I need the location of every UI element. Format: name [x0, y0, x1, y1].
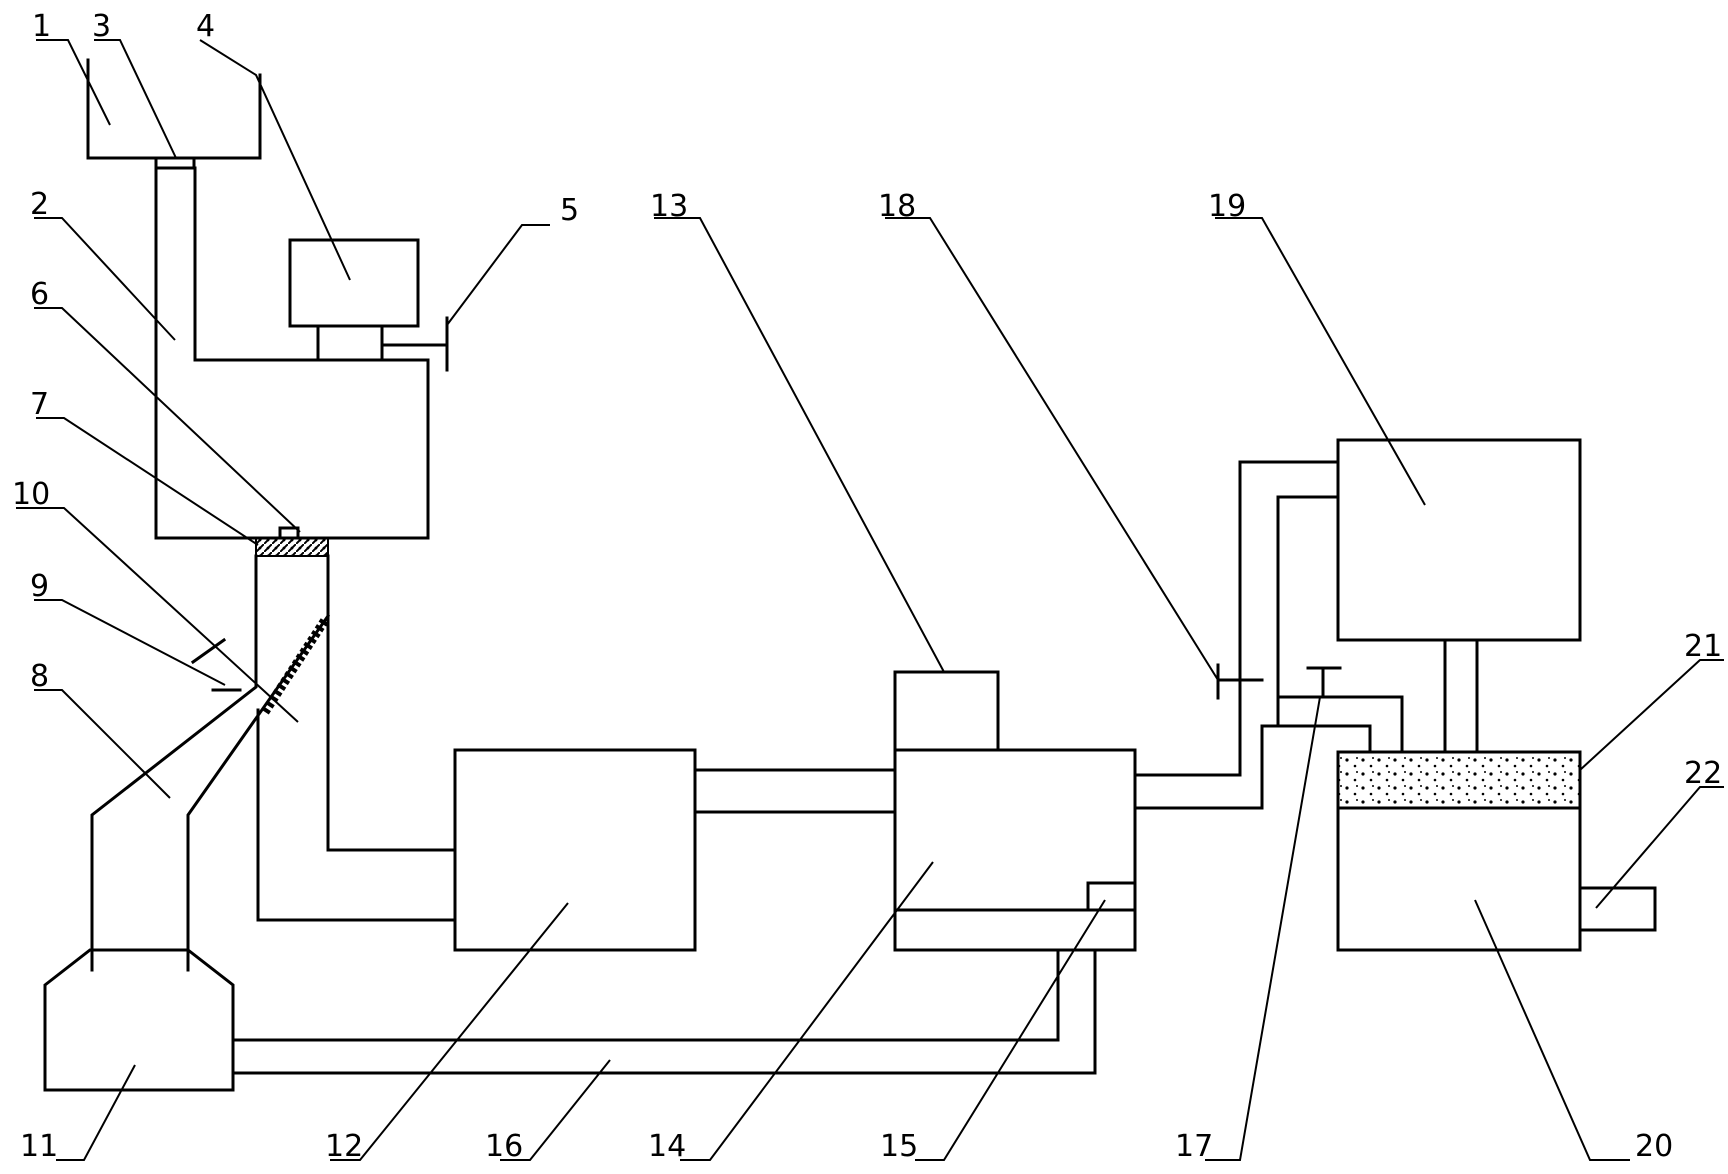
unit-12 — [453, 748, 697, 952]
filter-layer-21 — [1336, 750, 1582, 810]
tank-20 — [1336, 806, 1582, 952]
label-6: 6 — [30, 277, 49, 312]
filter-screen-7 — [255, 526, 329, 557]
vessel-19 — [1336, 438, 1582, 754]
label-10: 10 — [12, 477, 50, 512]
valve-5 — [380, 316, 449, 372]
label-8: 8 — [30, 659, 49, 694]
label-5: 5 — [560, 193, 579, 228]
chamber-2 — [154, 166, 430, 540]
discharge-pipe — [90, 554, 454, 972]
outlet-3 — [154, 156, 196, 170]
tank-11 — [43, 948, 235, 1092]
pipe-network-18 — [1133, 460, 1404, 810]
outlet-22 — [1578, 886, 1657, 932]
hopper-1 — [86, 58, 262, 160]
label-7: 7 — [30, 387, 49, 422]
leader-lines — [16, 39, 1724, 1161]
label-22: 22 — [1684, 756, 1722, 791]
label-21: 21 — [1684, 629, 1722, 664]
label-13: 13 — [650, 189, 688, 224]
label-3: 3 — [92, 9, 111, 44]
return-pipe-16 — [231, 948, 1097, 1075]
label-2: 2 — [30, 187, 49, 222]
label-1: 1 — [32, 9, 51, 44]
label-16: 16 — [485, 1129, 523, 1164]
callout-labels: 1 3 4 5 2 6 7 10 9 8 11 12 16 14 13 15 1… — [12, 9, 1722, 1164]
feeder-13 — [893, 670, 1000, 752]
label-4: 4 — [196, 9, 215, 44]
motor-4 — [288, 238, 420, 362]
label-19: 19 — [1208, 189, 1246, 224]
label-14: 14 — [648, 1129, 686, 1164]
tank-14 — [893, 748, 1137, 952]
label-12: 12 — [325, 1129, 363, 1164]
pipe-12-14 — [693, 768, 897, 814]
label-18: 18 — [878, 189, 916, 224]
label-17: 17 — [1175, 1129, 1213, 1164]
label-15: 15 — [880, 1129, 918, 1164]
label-11: 11 — [20, 1129, 58, 1164]
label-20: 20 — [1635, 1129, 1673, 1164]
label-9: 9 — [30, 569, 49, 604]
